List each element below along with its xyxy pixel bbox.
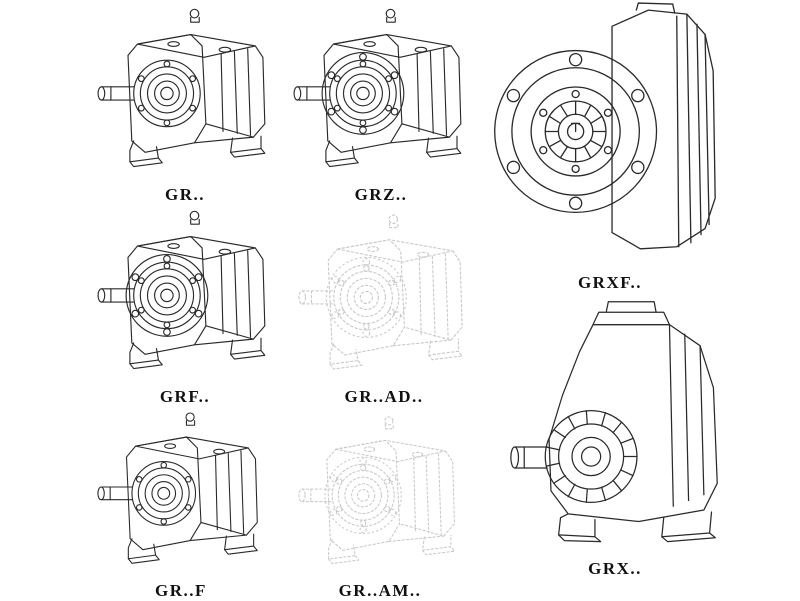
gr-ad-label: GR..AD.. [344,387,424,406]
gr-label: GR.. [165,185,205,204]
gear-unit-cell-grz: GRZ.. [286,4,476,205]
gr-am-gear-unit-drawing [286,412,474,576]
gear-unit-cell-grf: GRF.. [90,206,280,407]
grxf-gear-unit-drawing [488,0,732,268]
grf-label: GRF.. [159,387,211,406]
grf-gear-unit-drawing [90,206,280,382]
gear-unit-cell-grxf: GRXF.. [488,0,732,293]
gr-f-label: GR..F [155,581,207,600]
gear-unit-cell-gr: GR.. [90,4,280,205]
grz-gear-unit-drawing [286,4,476,180]
gear-unit-cell-grx: GRX.. [490,296,740,579]
gr-ad-gear-unit-drawing [286,210,482,382]
gear-unit-cell-gr-am: GR..AM.. [286,412,474,601]
grx-gear-unit-drawing [490,296,740,554]
gr-f-gear-unit-drawing [90,408,272,576]
grxf-label: GRXF.. [577,273,643,292]
grz-label: GRZ.. [354,185,408,204]
gear-unit-cell-gr-foot: GR..F [90,408,272,601]
gr-gear-unit-drawing [90,4,280,180]
gear-unit-cell-gr-ad: GR..AD.. [286,210,482,407]
grx-label: GRX.. [588,559,642,578]
gr-am-label: GR..AM.. [338,581,422,600]
